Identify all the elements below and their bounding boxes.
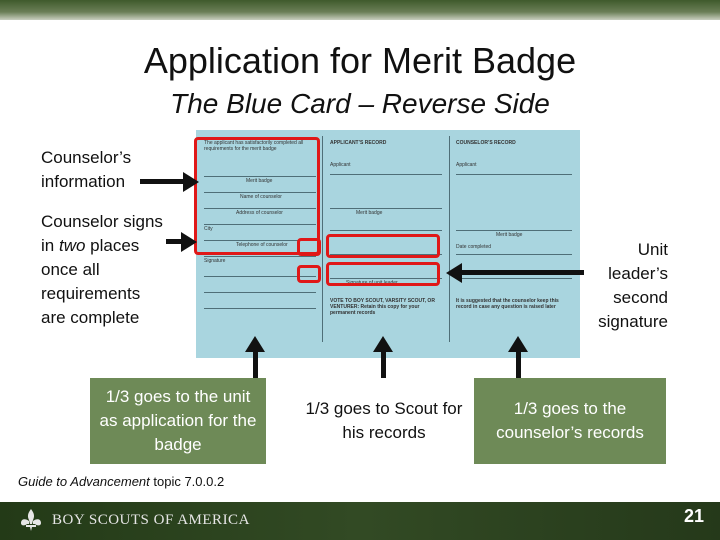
card-line — [330, 208, 442, 209]
counselor-section-highlight — [194, 137, 320, 255]
arrow-left-icon — [446, 263, 462, 283]
card-vote-text: VOTE TO BOY SCOUT, VARSITY SCOUT, OR VEN… — [330, 298, 435, 316]
counselor-signs-callout: Counselor signs in two places once all r… — [41, 210, 163, 330]
blue-card-image: The applicant has satisfactorily complet… — [196, 130, 580, 358]
counselor-portion-box: 1/3 goes to the counselor’s records — [474, 378, 666, 464]
card-suggest-text: It is suggested that the counselor keep … — [456, 298, 559, 310]
arrow-up-icon — [508, 336, 528, 352]
callout-text: in — [41, 236, 59, 255]
card-applicant-heading: APPLICANT’S RECORD — [330, 140, 387, 146]
unit-leader-signature-highlight-1 — [326, 234, 440, 258]
arrow-up-icon — [373, 336, 393, 352]
unit-portion-box: 1/3 goes to the unit as application for … — [90, 378, 266, 464]
arrow-shaft — [381, 352, 386, 378]
card-field-label: Applicant — [330, 162, 351, 168]
bsa-logo: BOY SCOUTS OF AMERICA — [18, 508, 250, 532]
callout-line: signature — [598, 312, 668, 331]
card-counselor-heading: COUNSELOR’S RECORD — [456, 140, 516, 146]
card-line — [456, 254, 572, 255]
arrow-right-icon — [181, 232, 197, 252]
card-line — [330, 278, 442, 279]
counselor-signature-highlight-1 — [297, 238, 321, 256]
arrow-right-icon — [183, 172, 199, 192]
card-line — [330, 254, 442, 255]
card-field-label: Merit badge — [356, 210, 383, 216]
slide-title: Application for Merit Badge — [143, 40, 577, 81]
card-line — [330, 174, 442, 175]
scout-portion-text: 1/3 goes to Scout for his records — [305, 399, 463, 442]
arrow-shaft — [461, 270, 584, 275]
card-divider — [449, 136, 450, 342]
counselor-portion-text: 1/3 goes to the counselor’s records — [496, 399, 644, 442]
card-field-label: Merit badge — [496, 232, 523, 238]
card-field-label: Address of counselor — [236, 210, 283, 216]
card-line — [204, 240, 316, 241]
callout-line: leader’s — [608, 264, 668, 283]
callout-line: information — [41, 172, 126, 191]
callout-line: once all — [41, 260, 100, 279]
card-line — [330, 230, 442, 231]
unit-leader-callout: Unit leader’s second signature — [560, 238, 668, 334]
card-line — [204, 192, 316, 193]
callout-line: in two places — [41, 234, 163, 258]
unit-leader-signature-highlight-2 — [326, 262, 440, 286]
card-field-label: City — [204, 226, 213, 232]
card-field-label: Date completed — [456, 244, 492, 250]
arrow-shaft — [140, 179, 184, 184]
arrow-shaft — [516, 352, 521, 378]
card-field-label: Signature — [204, 258, 226, 264]
guide-reference-title: Guide to Advancement — [18, 474, 150, 489]
guide-reference: Guide to Advancement topic 7.0.0.2 — [18, 474, 224, 489]
page-number: 21 — [683, 506, 704, 526]
slide-subtitle: The Blue Card – Reverse Side — [170, 88, 550, 119]
card-line — [204, 308, 316, 309]
fleur-de-lis-icon — [21, 509, 41, 531]
card-line — [204, 256, 316, 257]
card-field-label: Name of counselor — [240, 194, 282, 200]
card-line — [204, 208, 316, 209]
card-line — [456, 278, 572, 279]
unit-portion-text: 1/3 goes to the unit as application for … — [99, 387, 257, 454]
footer-band — [0, 502, 720, 540]
scout-portion-box: 1/3 goes to Scout for his records — [302, 378, 466, 464]
card-line — [456, 230, 572, 231]
top-banner — [0, 0, 720, 20]
card-line — [204, 276, 316, 277]
guide-reference-topic: topic 7.0.0.2 — [149, 474, 225, 489]
card-field-label: Telephone of counselor — [236, 242, 288, 248]
callout-line: Counselor signs — [41, 212, 163, 231]
card-divider — [322, 136, 323, 342]
callout-line: requirements — [41, 284, 141, 303]
card-field-label: Applicant — [456, 162, 477, 168]
callout-text: places — [85, 236, 140, 255]
card-line — [456, 174, 572, 175]
card-field-label: Merit badge — [246, 178, 273, 184]
counselor-info-callout: Counselor’s information — [41, 146, 131, 194]
callout-line: Counselor’s — [41, 148, 132, 167]
arrow-up-icon — [245, 336, 265, 352]
counselor-signature-highlight-2 — [297, 265, 321, 283]
callout-line: second — [613, 288, 668, 307]
callout-line: Unit — [637, 240, 668, 259]
card-line — [204, 292, 316, 293]
card-line — [204, 224, 316, 225]
callout-emphasis: two — [58, 236, 86, 255]
callout-line: are complete — [41, 308, 140, 327]
arrow-shaft — [166, 239, 182, 244]
arrow-shaft — [253, 352, 258, 378]
card-line — [204, 176, 316, 177]
card-counselor-statement: The applicant has satisfactorily complet… — [204, 140, 304, 152]
bsa-logo-text: BOY SCOUTS OF AMERICA — [52, 511, 250, 528]
